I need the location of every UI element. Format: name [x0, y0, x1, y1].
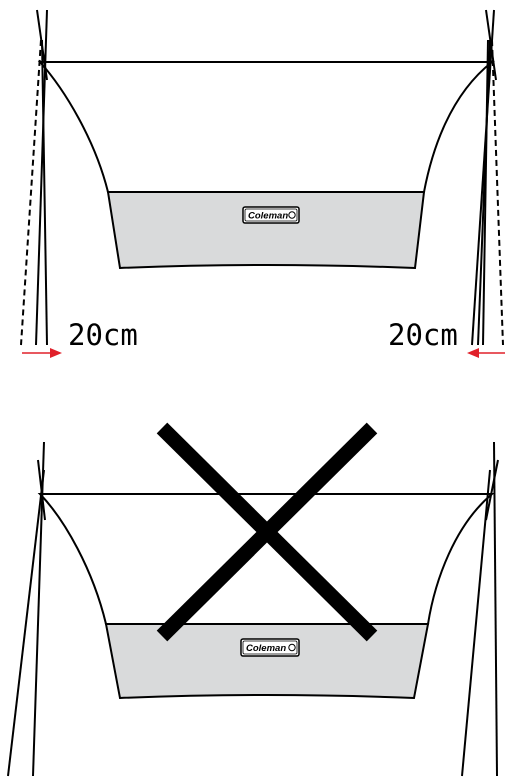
right-pole-original-position	[491, 39, 504, 346]
left-poles	[35, 9, 48, 346]
tarp-panel	[106, 191, 426, 270]
incorrect-cross-mark	[156, 422, 378, 642]
tarp-panel	[104, 623, 430, 700]
correct-setup-diagram: Coleman 20cm 20cm	[20, 9, 505, 358]
left-poles	[7, 441, 46, 777]
svg-text:Coleman: Coleman	[246, 643, 286, 654]
left-pole-original-position	[20, 39, 42, 346]
coleman-logo: Coleman	[242, 206, 300, 224]
right-poles	[471, 9, 497, 346]
tarp-body	[37, 493, 495, 625]
right-distance-label: 20cm	[388, 318, 458, 352]
left-arrow	[22, 348, 62, 358]
tarp-body	[37, 61, 495, 193]
left-distance-label: 20cm	[68, 318, 138, 352]
svg-text:Coleman: Coleman	[248, 211, 288, 222]
incorrect-setup-diagram: Coleman	[7, 422, 499, 777]
right-poles	[461, 441, 499, 777]
right-arrow	[467, 348, 505, 358]
coleman-logo: Coleman	[240, 638, 300, 657]
